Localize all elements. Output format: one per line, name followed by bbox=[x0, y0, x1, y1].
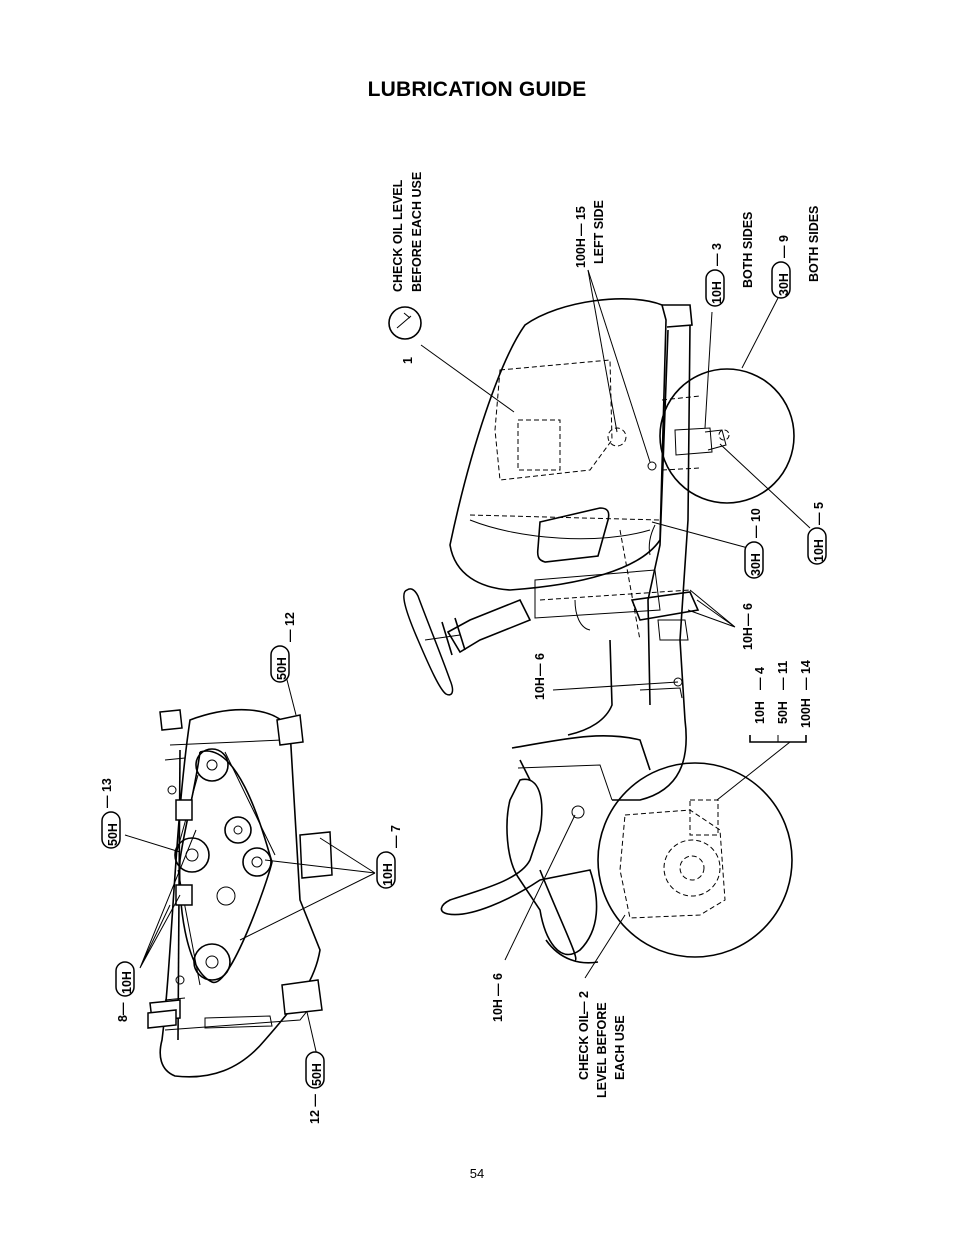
callout-12-top: 50H — 12 bbox=[270, 612, 297, 683]
callout-number-5: — 5 bbox=[812, 502, 826, 525]
grease-gun-icon bbox=[115, 961, 135, 997]
lube-interval-100h: 100H bbox=[574, 238, 588, 268]
hood-window bbox=[536, 507, 610, 563]
steering-wheel bbox=[403, 588, 454, 696]
callout-9-side: BOTH SIDES bbox=[807, 206, 821, 282]
page-number: 54 bbox=[469, 1166, 485, 1181]
tractor-hood bbox=[449, 298, 667, 591]
callout-3: 10H — 3 BOTH SIDES bbox=[705, 212, 755, 307]
lube-interval-10h: 10H bbox=[741, 627, 755, 650]
callout-2-text-b: LEVEL BEFORE bbox=[595, 1002, 609, 1098]
callout-2-text-a: CHECK OIL bbox=[577, 1011, 591, 1080]
lube-interval-10h: 10H bbox=[753, 701, 767, 724]
callout-10: 30H — 10 bbox=[744, 508, 764, 579]
tractor-seat bbox=[440, 778, 598, 956]
callout-number-6: — 6 bbox=[533, 653, 547, 676]
lube-interval-30h: 30H bbox=[777, 273, 791, 296]
leader-lines bbox=[124, 269, 811, 1061]
lube-interval-50h: 50H bbox=[310, 1063, 324, 1086]
callout-number-8: 8— bbox=[116, 1002, 130, 1022]
lube-interval-30h: 30H bbox=[749, 553, 763, 576]
grease-gun-icon bbox=[270, 645, 290, 683]
grease-gun-icon bbox=[807, 527, 827, 565]
mower-deck-illustration bbox=[147, 708, 333, 1078]
grease-gun-icon bbox=[744, 541, 764, 579]
callout-number-6: — 6 bbox=[741, 603, 755, 626]
callout-6-lower: 10H — 6 bbox=[491, 973, 505, 1022]
grease-gun-icon bbox=[705, 269, 725, 307]
callout-number-10: — 10 bbox=[749, 508, 763, 538]
lube-interval-10h: 10H bbox=[533, 677, 547, 700]
callout-5: 10H — 5 bbox=[807, 502, 827, 565]
callout-number-11: — 11 bbox=[776, 661, 790, 690]
callout-number-15: — 15 bbox=[574, 206, 588, 236]
page-title: LUBRICATION GUIDE bbox=[367, 78, 587, 101]
callout-12-bottom: 50H 12 — bbox=[305, 1051, 325, 1124]
callout-number-4: — 4 bbox=[753, 667, 767, 690]
lube-interval-100h: 100H bbox=[799, 698, 813, 728]
grease-gun-icon bbox=[771, 261, 791, 299]
oil-can-icon bbox=[388, 306, 422, 340]
callout-number-9: — 9 bbox=[777, 235, 791, 258]
callout-number-7: — 7 bbox=[389, 825, 403, 848]
lube-interval-10h: 10H bbox=[812, 539, 826, 562]
callout-3-side: BOTH SIDES bbox=[741, 212, 755, 288]
tractor-illustration bbox=[403, 298, 795, 964]
steering-column bbox=[446, 598, 532, 654]
callout-1-text-a: CHECK OIL LEVEL bbox=[391, 179, 405, 292]
engine-outline bbox=[494, 359, 613, 481]
grease-gun-icon bbox=[305, 1051, 325, 1089]
callout-number-12: — 12 bbox=[283, 612, 297, 642]
callout-number-6: — 6 bbox=[491, 973, 505, 996]
callout-number-3: — 3 bbox=[710, 243, 724, 266]
lube-interval-50h: 50H bbox=[106, 823, 120, 846]
tractor-frame bbox=[612, 324, 691, 801]
callout-7: 10H — 7 bbox=[376, 825, 403, 889]
callout-9: 30H — 9 BOTH SIDES bbox=[771, 206, 821, 299]
callout-number-13: — 13 bbox=[100, 778, 114, 808]
deck-belt bbox=[178, 750, 273, 983]
callout-15: 100H — 15 LEFT SIDE bbox=[574, 200, 606, 268]
lube-interval-50h: 50H bbox=[275, 657, 289, 680]
callout-8: 10H 8— bbox=[115, 961, 135, 1022]
lube-interval-10h: 10H bbox=[120, 971, 134, 994]
callout-number-1: 1 bbox=[401, 357, 415, 364]
pulley-center bbox=[174, 837, 210, 873]
callout-4-11-14: 10H — 4 50H — 11 100H — 14 bbox=[753, 660, 813, 728]
detail-circle bbox=[659, 368, 795, 504]
callout-1: 1 CHECK OIL LEVEL BEFORE EACH USE bbox=[388, 172, 424, 364]
callout-2-text-c: EACH USE bbox=[613, 1015, 627, 1080]
grease-gun-icon bbox=[376, 851, 396, 889]
callout-6-upper: 10H — 6 bbox=[741, 603, 755, 650]
pulley-right bbox=[224, 816, 252, 844]
callout-15-side: LEFT SIDE bbox=[592, 200, 606, 264]
pulley-mid bbox=[242, 847, 272, 877]
lube-interval-50h: 50H bbox=[776, 701, 790, 724]
callout-1-text-b: BEFORE EACH USE bbox=[410, 172, 424, 292]
callout-number-14: — 14 bbox=[799, 660, 813, 690]
callout-13: 50H — 13 bbox=[100, 778, 121, 849]
callout-number-2: — 2 bbox=[577, 991, 591, 1014]
lube-interval-10h: 10H bbox=[710, 281, 724, 304]
lube-interval-10h: 10H bbox=[381, 863, 395, 886]
grease-gun-icon bbox=[101, 811, 121, 849]
rear-wheel bbox=[597, 762, 793, 958]
lube-interval-10h: 10H bbox=[491, 999, 505, 1022]
callout-2: CHECK OIL — 2 LEVEL BEFORE EACH USE bbox=[577, 991, 627, 1098]
callout-number-12: 12 — bbox=[308, 1094, 322, 1124]
callout-6-mid: 10H — 6 bbox=[533, 653, 547, 700]
pulley-top bbox=[195, 748, 229, 782]
